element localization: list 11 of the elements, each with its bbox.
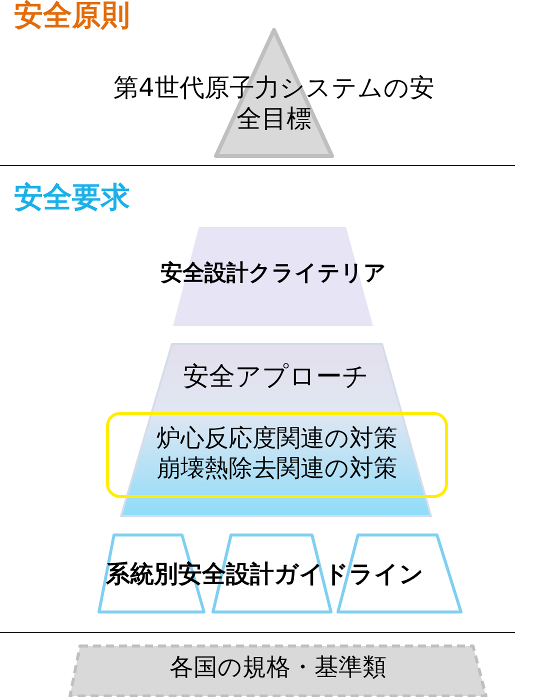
block-text: 炉心反応度関連の対策崩壊熱除去関連の対策 [156,423,398,483]
block-text: 安全設計クライテリア [160,260,388,288]
section-heading: 安全原則 [14,0,130,34]
overlay-text: 系統別安全設計ガイドライン [106,559,424,590]
trapezoid-block [120,343,432,517]
block-text: 第4世代原子力システムの安全目標 [112,72,436,134]
section-heading: 安全要求 [14,179,130,216]
block-text: 安全アプローチ [182,361,370,394]
dashed-trapezoid [68,644,488,697]
block-text: 各国の規格・基準類 [168,652,388,682]
highlight-frame [106,412,448,498]
